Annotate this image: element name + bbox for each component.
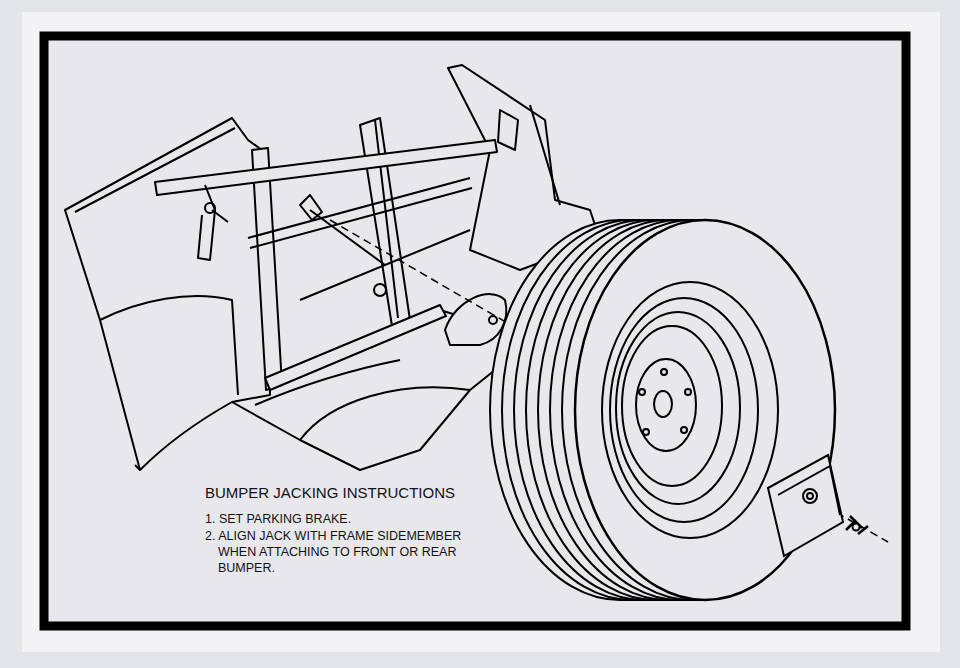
mount-bracket [768,455,868,556]
card-border [44,36,906,626]
instruction-step: 1. SET PARKING BRAKE. [205,511,495,527]
instructions: BUMPER JACKING INSTRUCTIONS 1. SET PARKIN… [205,483,495,577]
title: BUMPER JACKING INSTRUCTIONS [205,483,495,503]
card [22,12,940,652]
instruction-step: 2. ALIGN JACK WITH FRAME SIDEMEMBER WHEN… [205,528,495,576]
